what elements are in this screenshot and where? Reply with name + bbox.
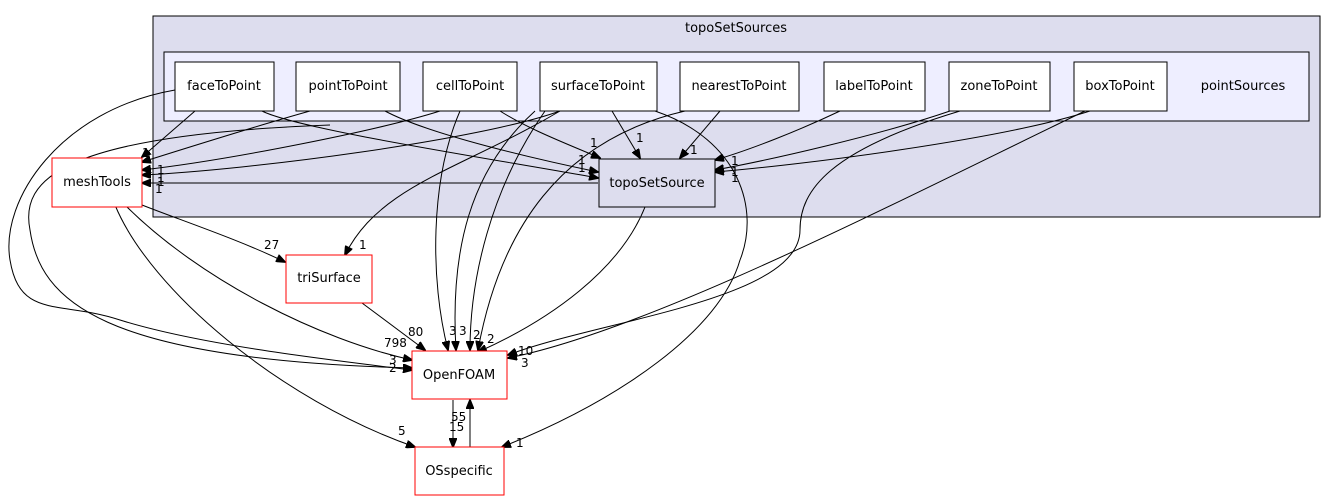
edge-triSurface-OpenFOAM: [361, 302, 425, 350]
node-label: surfaceToPoint: [551, 79, 645, 94]
node-topoSetSource[interactable]: topoSetSource: [598, 158, 716, 208]
edge-boxToPoint-topoSetSource: [715, 110, 1091, 172]
edge-labels: 1 1 1 1 1 1 1 1 1 1 1 1 1 27 1 80 798 3 …: [142, 131, 739, 450]
node-label: nearestToPoint: [691, 79, 786, 94]
edge-label: 15: [449, 420, 464, 434]
edge-label: 1: [157, 163, 165, 177]
edge-surfaceToPoint-OSspecific: [502, 110, 748, 447]
edge-label: 2: [473, 328, 481, 342]
edge-label: 3: [521, 356, 529, 370]
edge-faceToPoint-OpenFOAM: [8, 89, 412, 370]
edge-cellToPoint-topoSetSource: [499, 110, 600, 158]
edge-label: 3: [449, 324, 457, 338]
edge-label: 27: [264, 238, 279, 252]
edge-label: 1: [155, 182, 163, 196]
node-label: OSspecific: [425, 464, 493, 479]
cluster-topoSetSources-title: topoSetSources: [685, 21, 787, 36]
node-boxToPoint[interactable]: boxToPoint: [1073, 61, 1168, 112]
edge-surfaceToPoint-triSurface: [345, 110, 561, 255]
edge-faceToPoint-meshTools: [142, 110, 196, 157]
edge-label: 80: [408, 325, 423, 339]
node-label: zoneToPoint: [961, 79, 1038, 94]
edge-surfaceToPoint-meshTools: [142, 110, 561, 175]
edge-label: 3: [389, 353, 397, 367]
edge-pointToPoint-meshTools: [142, 110, 311, 162]
edge-label: 1: [578, 153, 586, 167]
edge-nearestToPoint-topoSetSource: [680, 110, 721, 158]
node-label: pointToPoint: [308, 79, 387, 94]
edges: [8, 89, 1091, 447]
edge-label: 2: [487, 332, 495, 346]
node-label: triSurface: [297, 271, 361, 286]
node-label: meshTools: [63, 175, 131, 190]
edge-label: 1: [731, 154, 739, 168]
cluster-pointSources-title: pointSources: [1201, 79, 1286, 94]
node-OpenFOAM[interactable]: OpenFOAM: [411, 350, 508, 400]
edge-label: 1: [516, 436, 524, 450]
edge-nearestToPoint-OpenFOAM: [478, 110, 686, 350]
node-label: labelToPoint: [835, 79, 912, 94]
node-meshTools[interactable]: meshTools: [51, 157, 143, 208]
node-label: faceToPoint: [187, 79, 261, 94]
edge-meshTools-OpenFOAM: [124, 204, 412, 360]
node-nearestToPoint[interactable]: nearestToPoint: [679, 61, 800, 112]
edge-label: 1: [157, 175, 165, 189]
edge-boxToPoint-OpenFOAM: [508, 110, 1086, 358]
edge-label: 1: [590, 136, 598, 150]
edge-label: 1: [578, 161, 586, 175]
node-label: topoSetSource: [609, 176, 704, 191]
edge-label: 1: [142, 146, 150, 160]
edge-label: 1: [731, 171, 739, 185]
edge-label: 1: [636, 131, 644, 145]
edge-pointToPoint-topoSetSource: [384, 110, 598, 172]
edge-cellToPoint-meshTools: [142, 110, 441, 170]
edge-meshTools-triSurface: [141, 204, 285, 262]
node-OSspecific[interactable]: OSspecific: [414, 446, 505, 496]
node-surfaceToPoint[interactable]: surfaceToPoint: [539, 61, 658, 112]
edge-zoneToPoint-topoSetSource: [715, 110, 951, 170]
edge-topoSetSource-OpenFOAM: [478, 206, 646, 352]
node-cellToPoint[interactable]: cellToPoint: [422, 61, 518, 112]
edge-labelToPoint-topoSetSource: [715, 110, 841, 160]
node-zoneToPoint[interactable]: zoneToPoint: [948, 61, 1051, 112]
node-triSurface[interactable]: triSurface: [285, 254, 373, 304]
edge-cellToPoint-OpenFOAM: [435, 110, 461, 350]
edge-zoneToPoint-OpenFOAM: [508, 110, 961, 355]
edge-label: 798: [384, 336, 407, 350]
node-label: cellToPoint: [436, 79, 504, 94]
edge-pointToPoint-OpenFOAM: [28, 124, 412, 368]
node-faceToPoint[interactable]: faceToPoint: [174, 61, 275, 112]
node-labelToPoint[interactable]: labelToPoint: [823, 61, 926, 112]
edge-label: 1: [359, 238, 367, 252]
node-label: OpenFOAM: [423, 368, 495, 383]
edge-label: 3: [459, 324, 467, 338]
node-pointToPoint[interactable]: pointToPoint: [295, 61, 401, 112]
edge-surfaceToPoint-OpenFOAM-b: [470, 110, 546, 350]
edge-label: 1: [690, 143, 698, 157]
edge-label: 55: [451, 410, 466, 424]
edge-surfaceToPoint-topoSetSource: [611, 110, 640, 158]
edge-label: 10: [518, 344, 533, 358]
edge-surfaceToPoint-OpenFOAM-a: [455, 110, 536, 350]
edge-meshTools-OSspecific: [114, 204, 415, 447]
edge-label: 5: [398, 424, 406, 438]
edge-label: 2: [389, 361, 397, 375]
edge-label: 1: [157, 171, 165, 185]
node-label: boxToPoint: [1085, 79, 1154, 94]
edge-label: 1: [731, 165, 739, 179]
